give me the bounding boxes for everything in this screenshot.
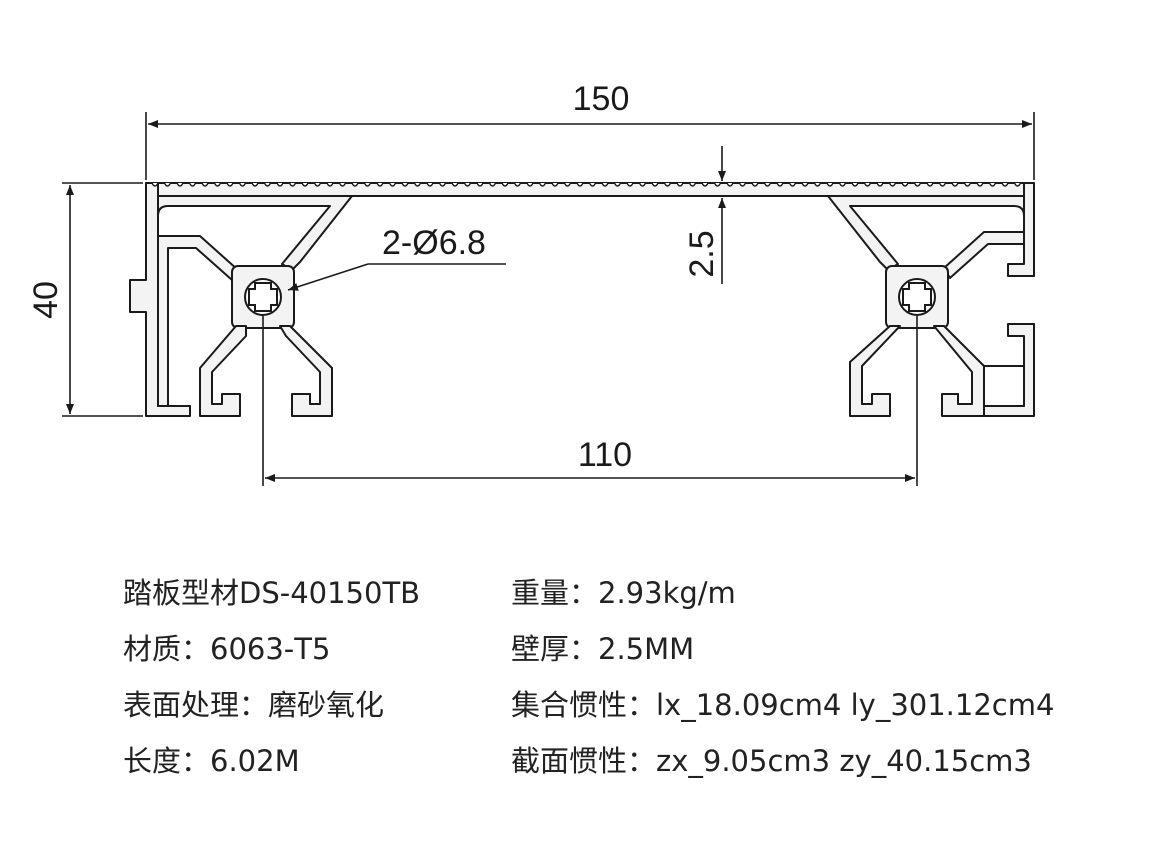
top-rib [738, 182, 747, 187]
top-ribs [151, 182, 1022, 187]
top-rib [438, 182, 447, 187]
top-rib [988, 182, 997, 187]
top-rib [376, 182, 384, 187]
top-rib [1013, 182, 1022, 187]
top-rib [526, 182, 534, 187]
spec-surface-treatment: 表面处理：磨砂氧化 [123, 688, 385, 722]
top-rib [963, 182, 972, 187]
hole-leader-diagonal [287, 263, 369, 291]
top-rib [501, 182, 509, 187]
top-rib [913, 182, 922, 187]
top-rib [951, 182, 959, 187]
center-holes [244, 278, 936, 316]
top-rib [863, 182, 872, 187]
left-lower-web [157, 235, 239, 407]
top-rib [476, 182, 484, 187]
profile-drawing: 150 110 2-Ø6.8 40 2.5 [27, 80, 1035, 486]
top-rib [763, 182, 772, 187]
top-rib [551, 182, 559, 187]
top-rib [563, 182, 572, 187]
dimensions [62, 112, 1035, 486]
right-wall [1007, 182, 1035, 277]
top-rib [351, 182, 359, 187]
right-upper-web [943, 231, 1025, 279]
spec-section-modulus: 截面惯性：zx_9.05cm3 zy_40.15cm3 [511, 744, 1032, 778]
top-rib [676, 182, 684, 187]
top-rib [326, 182, 334, 187]
spec-wall-thickness: 壁厚：2.5MM [511, 632, 695, 666]
spec-weight: 重量：2.93kg/m [511, 576, 736, 610]
top-rib [588, 182, 597, 187]
right-node-leg-left [849, 325, 901, 417]
top-rib [513, 182, 522, 187]
top-rib [538, 182, 547, 187]
top-rib [613, 182, 622, 187]
top-rib [851, 182, 859, 187]
top-rib [463, 182, 472, 187]
top-rib [726, 182, 734, 187]
top-rib [263, 182, 272, 187]
right-hole-cross [902, 282, 932, 312]
top-rib [801, 182, 809, 187]
width-label: 150 [573, 80, 630, 118]
top-rib [938, 182, 947, 187]
top-rib [488, 182, 497, 187]
top-rib [626, 182, 634, 187]
top-rib [188, 182, 197, 187]
top-rib [301, 182, 309, 187]
top-rib [426, 182, 434, 187]
right-chamber [983, 365, 1025, 407]
top-rib [976, 182, 984, 187]
top-rib [313, 182, 322, 187]
top-rib [238, 182, 247, 187]
top-rib [288, 182, 297, 187]
top-rib [876, 182, 884, 187]
top-rib [401, 182, 409, 187]
spec-material: 材质：6063-T5 [123, 632, 331, 666]
top-rib [451, 182, 459, 187]
top-rib [888, 182, 897, 187]
top-rib [413, 182, 422, 187]
top-rib [601, 182, 609, 187]
top-rib [651, 182, 659, 187]
height-label: 40 [27, 281, 65, 319]
top-rib [838, 182, 847, 187]
top-rib [688, 182, 697, 187]
top-rib [176, 182, 184, 187]
top-rib [788, 182, 797, 187]
top-rib [363, 182, 372, 187]
top-rib [276, 182, 284, 187]
top-rib [1001, 182, 1009, 187]
top-rib [251, 182, 259, 187]
left-hole-cross [248, 282, 278, 312]
top-rib [701, 182, 709, 187]
top-rib [388, 182, 397, 187]
top-rib [776, 182, 784, 187]
spec-length: 长度：6.02M [123, 744, 300, 778]
spec-moment-of-inertia: 集合惯性：lx_18.09cm4 ly_301.12cm4 [511, 688, 1055, 722]
top-rib [576, 182, 584, 187]
wall-thickness-label: 2.5 [683, 230, 721, 277]
top-rib [163, 182, 172, 187]
top-rib [813, 182, 822, 187]
top-rib [213, 182, 222, 187]
top-rib [751, 182, 759, 187]
hole-label: 2-Ø6.8 [382, 224, 486, 262]
left-node-leg-right [279, 325, 333, 417]
top-rib [338, 182, 347, 187]
top-rib [151, 182, 159, 187]
spec-model: 踏板型材DS-40150TB [123, 576, 421, 610]
top-rib [663, 182, 672, 187]
top-rib [226, 182, 234, 187]
center-distance-label: 110 [578, 436, 632, 474]
top-rib [201, 182, 209, 187]
top-rib [926, 182, 934, 187]
right-node-leg-right [933, 325, 985, 417]
left-node-leg-left [199, 325, 247, 417]
top-rib [901, 182, 909, 187]
top-rib [826, 182, 834, 187]
top-rib [638, 182, 647, 187]
top-rib [713, 182, 722, 187]
